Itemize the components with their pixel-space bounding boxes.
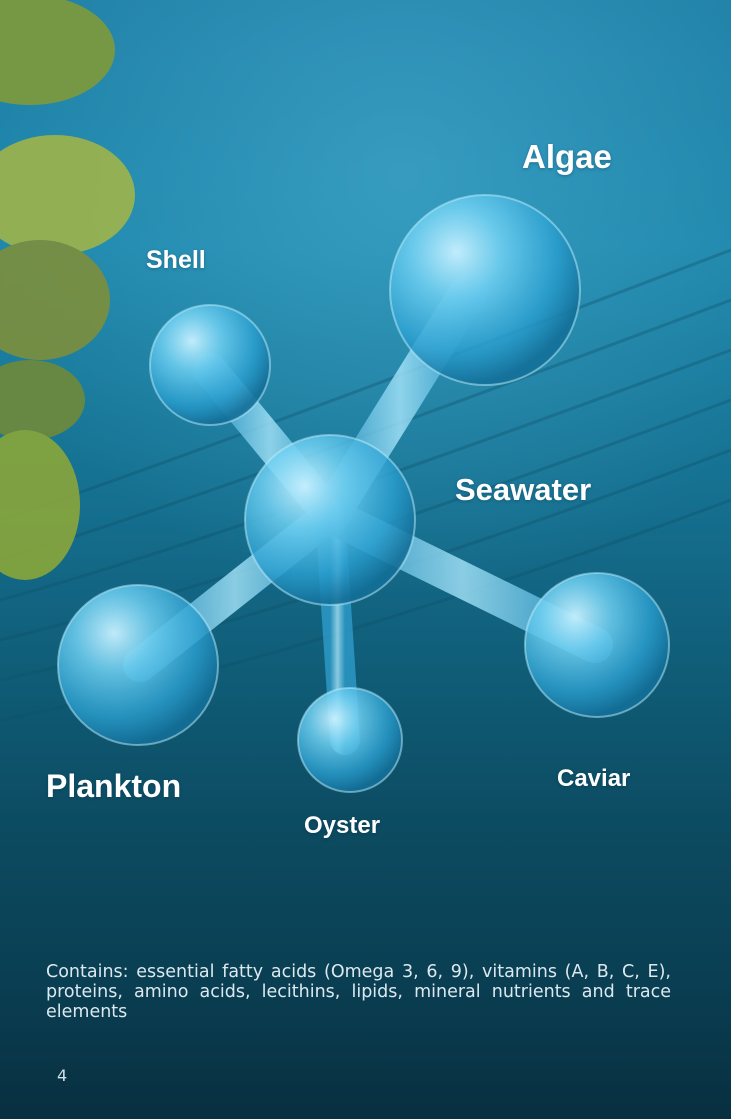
label-seawater: Seawater: [455, 472, 592, 507]
label-shell: Shell: [146, 246, 206, 274]
seaweed: [0, 0, 135, 580]
molecule-atoms: [57, 194, 670, 793]
sphere-plankton: [57, 584, 219, 746]
label-algae: Algae: [522, 138, 612, 175]
label-oyster: Oyster: [304, 812, 381, 839]
sphere-algae: [389, 194, 581, 386]
label-caviar: Caviar: [557, 765, 631, 792]
sphere-oyster: [297, 687, 403, 793]
sphere-shell: [149, 304, 271, 426]
label-plankton: Plankton: [46, 768, 182, 804]
ingredients-caption: Contains: essential fatty acids (Omega 3…: [46, 962, 671, 1022]
sphere-caviar: [524, 572, 670, 718]
sphere-seawater: [244, 434, 416, 606]
page-number: 4: [57, 1066, 68, 1085]
